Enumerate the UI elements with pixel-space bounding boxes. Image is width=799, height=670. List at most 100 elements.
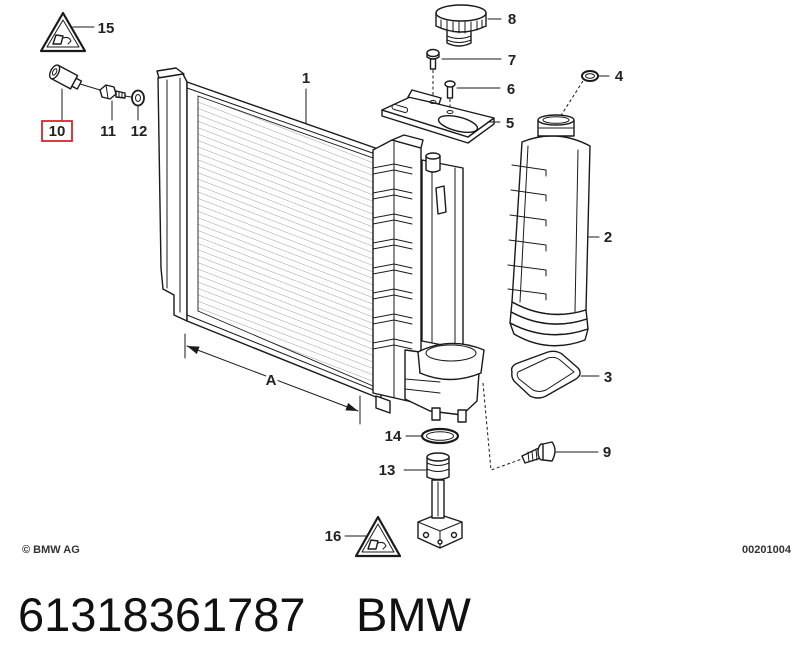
drain-base-stud xyxy=(437,539,443,545)
image-code: 00201004 xyxy=(742,544,792,556)
part-2-expansion-tank: 2 xyxy=(507,114,612,347)
callout-9: 9 xyxy=(603,444,611,461)
washer-hole xyxy=(135,94,141,102)
part-15-warning: 15 xyxy=(39,11,115,53)
drain-base-stud xyxy=(422,531,430,539)
callout-6: 6 xyxy=(507,81,515,98)
plug-9-thread-lines xyxy=(527,448,538,463)
radiator-side-tank xyxy=(372,139,422,405)
radiator-top-mount xyxy=(156,67,185,79)
sleeve-step xyxy=(71,77,83,90)
part-10-sleeve: 10 xyxy=(41,64,83,142)
callout-1: 1 xyxy=(302,70,310,87)
dimension-arrow-right xyxy=(345,403,358,411)
side-tank-rib xyxy=(372,263,413,275)
callout-10-box xyxy=(41,120,73,142)
tank-neck-bore xyxy=(542,116,570,124)
vent-nipple-top xyxy=(425,152,441,160)
sleeve-body xyxy=(48,64,83,90)
radiator-vent-nipple xyxy=(425,155,441,173)
plug-9-axis xyxy=(482,382,523,471)
ring-4-inner xyxy=(585,73,595,79)
warning-glyph-container xyxy=(52,34,64,45)
part-9-plug: 9 xyxy=(482,382,611,471)
tank-rib xyxy=(508,239,547,252)
callout-16: 16 xyxy=(325,528,342,545)
tank-edge xyxy=(519,145,529,303)
part-4-ring: 4 xyxy=(559,68,624,118)
radiator-left-frame xyxy=(157,73,188,322)
brand-name: BMW xyxy=(356,588,472,641)
washer-ring xyxy=(131,89,145,107)
part-1-radiator: 1 xyxy=(156,67,485,423)
bolt-6-head xyxy=(444,80,456,88)
ring-4-outer xyxy=(581,70,599,82)
tank-rib xyxy=(507,288,547,301)
drain-cap-thread xyxy=(426,462,450,472)
tank-rib xyxy=(511,164,547,177)
side-tank-cap xyxy=(391,134,424,149)
drain-cap-top xyxy=(426,452,450,462)
part-5-bracket: 5 xyxy=(381,89,514,144)
ring-4-axis xyxy=(559,80,584,118)
alignment-line-11-12 xyxy=(124,95,132,98)
tank-rib xyxy=(507,264,547,277)
header-tube-nozzle xyxy=(435,185,447,215)
warning-glyph-container xyxy=(367,539,379,550)
callout-11: 11 xyxy=(100,123,116,140)
dimension-label: A xyxy=(266,372,277,389)
dimension-a: A xyxy=(184,333,361,425)
part-13-drain-plug: 13 xyxy=(379,452,463,549)
bracket-hole xyxy=(437,114,479,134)
dimension-line xyxy=(186,345,359,412)
callout-14: 14 xyxy=(385,428,402,445)
bolt-shank xyxy=(115,90,126,99)
outlet-leg xyxy=(431,407,441,421)
callout-7: 7 xyxy=(508,52,516,69)
gasket-inner xyxy=(516,356,575,392)
screw-head-top xyxy=(426,48,440,58)
part-12-washer: 12 xyxy=(131,89,147,140)
callout-3: 3 xyxy=(604,369,612,386)
sleeve-bore xyxy=(51,68,58,76)
callout-4: 4 xyxy=(615,68,624,85)
bracket-slot xyxy=(391,103,409,113)
cap-grip-ridges xyxy=(440,19,483,34)
side-tank-rib xyxy=(372,338,413,350)
outlet-cup-rim xyxy=(425,344,477,362)
warning-triangle-icon xyxy=(354,515,402,558)
cap-top xyxy=(435,4,487,22)
callout-13: 13 xyxy=(379,462,396,479)
radiator-bottom-rail xyxy=(186,314,382,394)
outlet-fin xyxy=(404,388,441,394)
warning-triangle-icon xyxy=(39,11,87,53)
part-number: 61318361787 xyxy=(18,588,306,641)
sleeve-end xyxy=(48,64,61,80)
part-3-gasket: 3 xyxy=(510,350,612,399)
part-16-warning: 16 xyxy=(325,515,402,558)
side-tank-rib xyxy=(372,213,413,225)
bolt-6-shank xyxy=(446,85,454,99)
dimension-arrow-left xyxy=(187,346,200,354)
part-8-cap: 8 xyxy=(435,4,516,47)
o-ring-14-inner xyxy=(426,431,454,441)
callout-10: 10 xyxy=(49,123,66,140)
warning-triangle-inner xyxy=(361,523,395,553)
drain-base-stud xyxy=(450,531,458,539)
side-tank-rib xyxy=(372,163,413,175)
part-11-hex-bolt: 11 xyxy=(99,84,126,140)
alignment-line-10-11 xyxy=(79,83,101,91)
warning-triangle-inner xyxy=(46,19,80,48)
callout-5: 5 xyxy=(506,115,514,132)
outlet-leg xyxy=(457,409,467,423)
callout-8: 8 xyxy=(508,11,516,28)
callout-2: 2 xyxy=(604,229,612,246)
radiator-foot xyxy=(375,395,391,414)
drain-cap-body xyxy=(426,456,450,481)
outlet-fin xyxy=(404,378,441,383)
part-6-bolt: 6 xyxy=(444,80,515,111)
bracket-bolt-hole xyxy=(446,110,454,114)
callout-15: 15 xyxy=(98,20,115,37)
part-14-o-ring: 14 xyxy=(385,427,460,445)
